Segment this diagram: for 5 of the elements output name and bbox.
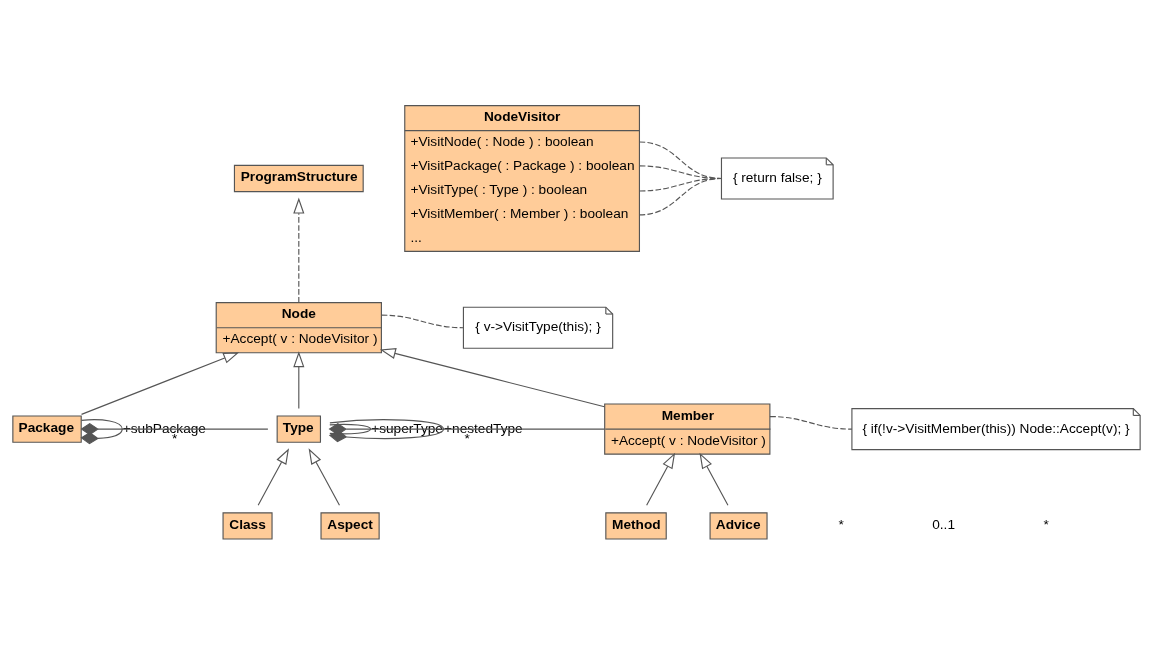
label: *	[838, 516, 844, 532]
edge-label: +nestedType	[444, 420, 523, 436]
label: *	[1043, 516, 1049, 532]
label: 0..1	[932, 516, 956, 532]
edge-label: +superType	[371, 420, 443, 436]
